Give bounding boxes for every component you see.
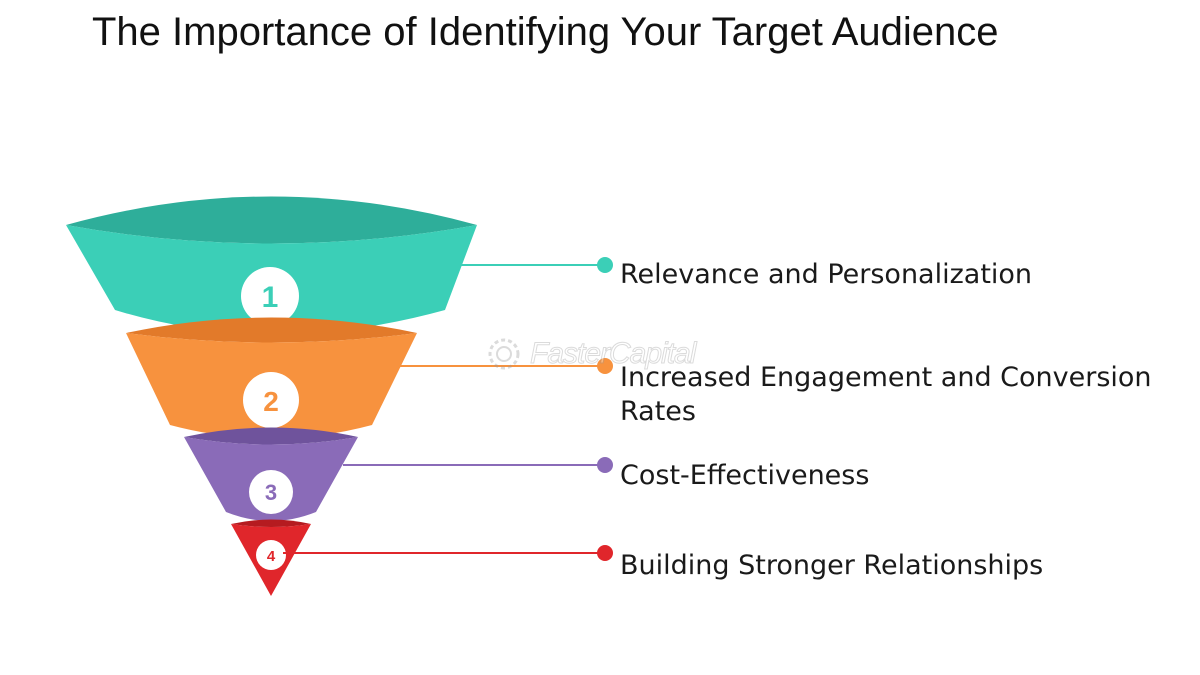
funnel-stage-4: 4 <box>231 519 311 596</box>
stage-4-number: 4 <box>267 548 276 565</box>
stage-1-label: Relevance and Personalization <box>620 258 1032 292</box>
stage-1-label-line-1: Relevance and Personalization <box>620 259 1033 290</box>
stage-3-label: Cost-Effectiveness <box>620 459 869 493</box>
connector-3-dot-icon <box>597 457 613 473</box>
stage-2-label-line-1: Increased Engagement and Conversion <box>620 362 1152 393</box>
stage-3-number-badge <box>249 470 293 514</box>
connector-4-dot-icon <box>597 545 613 561</box>
funnel-stage-1: 1 <box>66 196 477 334</box>
funnel-stage-1-rim <box>66 196 477 244</box>
connector-3 <box>343 457 613 473</box>
funnel-stage-3: 3 <box>184 427 358 521</box>
stage-1-number-badge <box>241 267 299 325</box>
funnel-stage-4-rim <box>231 519 311 527</box>
funnel-stage-2: 2 <box>126 317 417 439</box>
stage-3-number: 3 <box>265 480 277 505</box>
stage-3-label-line-1: Cost-Effectiveness <box>620 460 870 491</box>
funnel-stage-2-rim <box>126 317 417 343</box>
connector-2 <box>398 358 613 374</box>
connector-1-dot-icon <box>597 257 613 273</box>
stage-4-number-badge <box>256 540 286 570</box>
stage-1-number: 1 <box>262 281 279 314</box>
connector-1 <box>455 257 613 273</box>
stage-4-label-line-1: Building Stronger Relationships <box>620 550 1044 581</box>
stage-2-number: 2 <box>263 386 279 417</box>
stage-4-label: Building Stronger Relationships <box>620 549 1043 583</box>
diagram-title: The Importance of Identifying Your Targe… <box>92 10 999 54</box>
stage-2-label-line-2: Rates <box>620 396 696 427</box>
connector-4 <box>283 545 613 561</box>
stage-2-number-badge <box>243 372 299 428</box>
funnel-stage-3-rim <box>184 427 358 445</box>
stage-2-label: Increased Engagement and Conversion Rate… <box>620 361 1152 429</box>
connector-2-dot-icon <box>597 358 613 374</box>
